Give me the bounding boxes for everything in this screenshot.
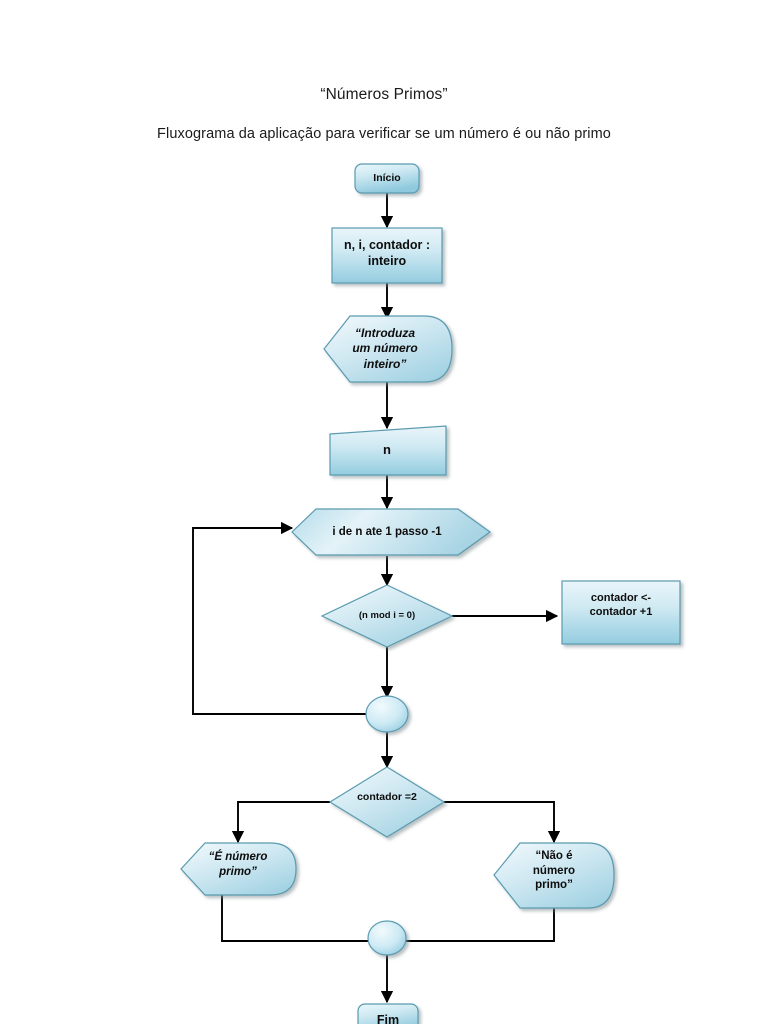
node-loop[interactable] [291, 508, 492, 556]
node-conector-1[interactable] [365, 695, 409, 733]
node-leitura-n[interactable] [329, 425, 447, 476]
edge-primo-conector2 [221, 895, 370, 942]
page-subtitle: Fluxograma da aplicação para verificar s… [157, 126, 611, 142]
node-declaracao[interactable] [331, 227, 443, 284]
page-title: “Números Primos” [320, 86, 448, 103]
node-incremento[interactable] [561, 580, 681, 645]
node-fim[interactable] [357, 1003, 419, 1024]
edge-conector1-loop-back [192, 521, 367, 715]
node-nao-primo[interactable] [493, 842, 615, 909]
node-mod[interactable] [320, 584, 454, 648]
edge-layer [192, 193, 561, 1004]
node-e-primo[interactable] [180, 842, 297, 896]
node-introduza[interactable] [323, 315, 453, 383]
edge-naoprimo-conector2 [404, 908, 555, 942]
node-contador2[interactable] [328, 766, 446, 838]
node-inicio[interactable] [354, 163, 420, 194]
edge-contador2-naoprimo [444, 801, 561, 844]
edge-contador2-primo [231, 801, 330, 844]
node-conector-2[interactable] [367, 920, 407, 956]
